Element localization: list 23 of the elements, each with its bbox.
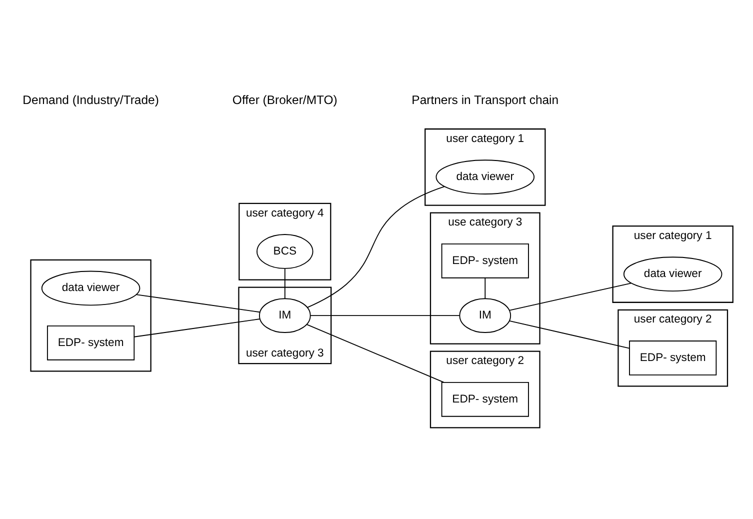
node-ellipse: BCS: [256, 234, 314, 269]
node-box: EDP- system: [441, 243, 529, 278]
node-ellipse: data viewer: [436, 160, 535, 194]
node-box: EDP- system: [441, 382, 529, 417]
node-ellipse: IM: [258, 298, 311, 333]
node-box: EDP- system: [46, 325, 135, 360]
label: Demand (Industry/Trade): [22, 92, 159, 107]
label: Offer (Broker/MTO): [232, 92, 338, 107]
node-ellipse: IM: [459, 298, 512, 333]
cluster: [30, 259, 152, 372]
connector: [509, 282, 632, 311]
connector: [310, 315, 460, 316]
connector: [509, 320, 630, 349]
connector: [284, 268, 286, 300]
connector: [484, 277, 486, 299]
node-box: EDP- system: [629, 340, 717, 376]
node-ellipse: data viewer: [41, 270, 140, 306]
connector: [136, 294, 260, 313]
connector: [306, 324, 444, 383]
connector: [134, 318, 260, 338]
label: Partners in Transport chain: [412, 92, 559, 107]
node-ellipse: data viewer: [623, 256, 722, 292]
connector: [306, 186, 445, 308]
